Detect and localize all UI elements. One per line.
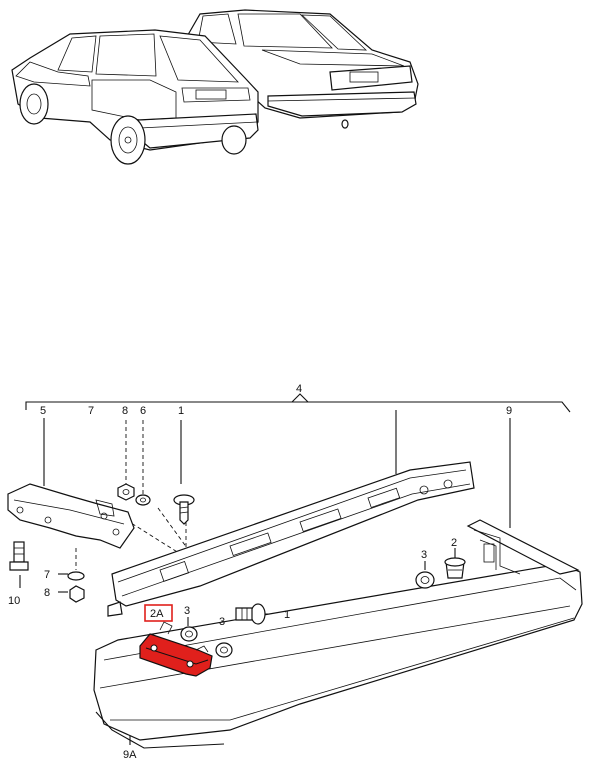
- clip-left: [67, 571, 85, 581]
- hatchback-car: [11, 29, 259, 165]
- clip-right: [444, 557, 466, 579]
- highlight-label-box: [144, 604, 173, 622]
- car-illustration: [11, 9, 419, 165]
- label-bolt-mid: 1: [284, 609, 290, 621]
- label-grommet-b: 3: [219, 616, 225, 628]
- label-clip-top: 7: [88, 405, 94, 417]
- hardware-parts: [9, 483, 466, 658]
- highlighted-bracket-2a: [139, 621, 213, 677]
- grommet-b: [215, 642, 233, 658]
- label-grommet-right: 3: [421, 549, 427, 561]
- label-bolt-top: 1: [178, 405, 184, 417]
- label-clip-left: 7: [44, 569, 50, 581]
- nut-left: [69, 585, 85, 603]
- callout-labels: 4 5 7 8 6 1 9 3 2 10 7 8 1 2A 3 3 9A: [8, 383, 512, 761]
- grommet-a: [180, 626, 198, 642]
- label-grommet-a: 3: [184, 605, 190, 617]
- bumper-lower-lip: [95, 711, 225, 749]
- bumper-rail: [107, 461, 475, 617]
- label-bracket: 5: [40, 405, 46, 417]
- grommet-right: [415, 571, 435, 589]
- washer-top: [135, 494, 151, 506]
- sedan-car: [184, 9, 419, 129]
- side-bracket: [7, 483, 135, 549]
- bolt-left: [9, 541, 29, 571]
- label-nut-left: 8: [44, 587, 50, 599]
- label-nut-top: 8: [122, 405, 128, 417]
- bolt-mid: [235, 603, 266, 625]
- bolt-top: [173, 494, 195, 525]
- label-assembly: 4: [296, 383, 302, 395]
- label-bumper-lower: 9A: [123, 749, 137, 761]
- label-bolt-left: 10: [8, 595, 20, 607]
- bumper-cover: [93, 519, 583, 741]
- label-bumper-cover: 9: [506, 405, 512, 417]
- label-washer-top: 6: [140, 405, 146, 417]
- leader-lines: [19, 410, 511, 745]
- label-clip-right: 2: [451, 537, 457, 549]
- highlight-fill: [139, 633, 213, 677]
- label-highlighted-part: 2A: [150, 608, 164, 620]
- nut-top: [117, 483, 135, 501]
- assembly-bracket-line: [25, 401, 571, 413]
